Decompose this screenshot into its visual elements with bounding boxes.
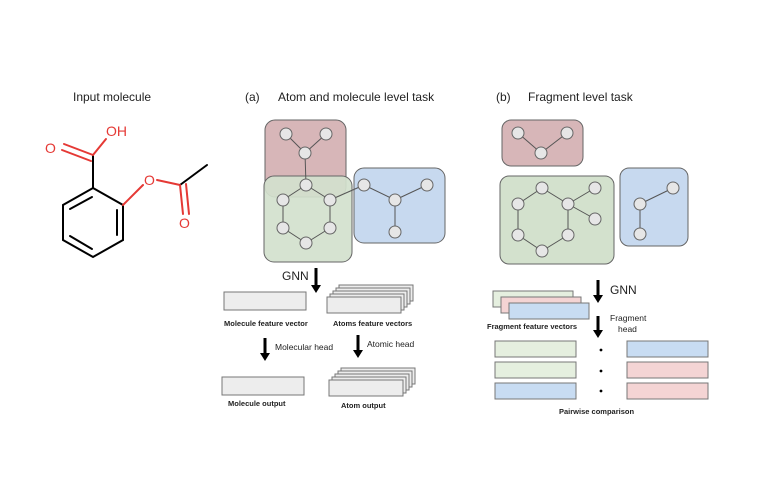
molecule-feature-vector-box bbox=[223, 291, 307, 311]
node-a bbox=[323, 221, 337, 235]
molecule-feature-vector-label: Molecule feature vector bbox=[224, 319, 308, 328]
panel-b-graph bbox=[499, 119, 689, 265]
panel-b-title: Fragment level task bbox=[528, 90, 634, 104]
node-a bbox=[420, 178, 434, 192]
node-a bbox=[276, 221, 290, 235]
oxygen-label-ester: O bbox=[144, 172, 155, 188]
bond-ring-to-ester-o bbox=[122, 184, 144, 206]
pairwise-dot bbox=[599, 348, 603, 352]
pairwise-right-vector-blue bbox=[626, 340, 709, 358]
panel-a-title: Atom and molecule level task bbox=[278, 90, 435, 104]
arrow-down-icon bbox=[311, 268, 321, 293]
node-a bbox=[357, 178, 371, 192]
node-b bbox=[534, 146, 548, 160]
benzene-double-bond-3 bbox=[69, 235, 93, 250]
input-molecule-title: Input molecule bbox=[73, 90, 151, 104]
oxygen-label-carbonyl: O bbox=[179, 215, 190, 231]
node-a bbox=[299, 178, 313, 192]
node-b bbox=[561, 228, 575, 242]
node-a bbox=[299, 236, 313, 250]
atomic-head-label: Atomic head bbox=[367, 339, 415, 349]
gnn-label-a: GNN bbox=[282, 269, 309, 283]
bond-acetyl-methyl bbox=[179, 164, 208, 186]
fragment-box-blue-b bbox=[619, 167, 689, 247]
molecule-output-label: Molecule output bbox=[228, 399, 286, 408]
arrow-down-icon bbox=[593, 316, 603, 338]
node-b bbox=[560, 126, 574, 140]
pairwise-right-vector-pink bbox=[626, 382, 709, 400]
fragment-feature-vectors-stack bbox=[492, 290, 590, 320]
node-b bbox=[511, 126, 525, 140]
fragment-head-label-line2: head bbox=[618, 324, 637, 334]
bond-carbonyl-b bbox=[61, 149, 92, 162]
atoms-feature-vectors-stack bbox=[326, 284, 414, 314]
bond-carbonyl-a bbox=[63, 143, 94, 156]
panel-a-letter: (a) bbox=[245, 90, 260, 104]
panel-a-graph bbox=[263, 119, 446, 263]
fragment-head-label-line1: Fragment bbox=[610, 313, 647, 323]
node-b bbox=[633, 197, 647, 211]
node-b bbox=[561, 197, 575, 211]
benzene-double-bond-2 bbox=[69, 196, 93, 210]
node-a bbox=[276, 193, 290, 207]
atom-output-stack bbox=[328, 367, 416, 397]
bond-ester-o-to-carbon bbox=[156, 179, 181, 186]
node-a bbox=[323, 193, 337, 207]
node-b bbox=[535, 181, 549, 195]
oxygen-label-acid: O bbox=[45, 140, 56, 156]
fragment-feature-vectors-label: Fragment feature vectors bbox=[487, 322, 577, 331]
pairwise-right-vector-pink bbox=[626, 361, 709, 379]
node-a bbox=[388, 225, 402, 239]
node-a bbox=[388, 193, 402, 207]
molecular-head-label: Molecular head bbox=[275, 342, 333, 352]
oh-label: OH bbox=[106, 123, 127, 139]
pairwise-comparison-label: Pairwise comparison bbox=[559, 407, 634, 416]
bond-acetyl-carbonyl-b bbox=[185, 183, 190, 215]
arrow-down-icon bbox=[260, 338, 270, 361]
node-a bbox=[279, 127, 293, 141]
pairwise-dot bbox=[599, 369, 603, 373]
node-b bbox=[511, 197, 525, 211]
panel-b-letter: (b) bbox=[496, 90, 511, 104]
pairwise-dot bbox=[599, 389, 603, 393]
bond-acetyl-carbonyl-a bbox=[179, 184, 184, 215]
pairwise-left-vector-green bbox=[494, 361, 577, 379]
bond-carboxyl-to-oh bbox=[92, 138, 107, 156]
node-b bbox=[666, 181, 680, 195]
node-a bbox=[298, 146, 312, 160]
node-b bbox=[535, 244, 549, 258]
node-b bbox=[511, 228, 525, 242]
atoms-feature-vectors-label: Atoms feature vectors bbox=[333, 319, 412, 328]
node-b bbox=[588, 212, 602, 226]
pairwise-left-vector-green bbox=[494, 340, 577, 358]
arrow-down-icon bbox=[593, 280, 603, 303]
aspirin-structure: OH O O O bbox=[45, 123, 208, 259]
molecule-output-box bbox=[221, 376, 305, 396]
arrow-down-icon bbox=[353, 335, 363, 358]
atom-output-label: Atom output bbox=[341, 401, 386, 410]
pairwise-left-vector-blue bbox=[494, 382, 577, 400]
node-b bbox=[588, 181, 602, 195]
benzene-ring bbox=[62, 186, 124, 259]
gnn-label-b: GNN bbox=[610, 283, 637, 297]
node-b bbox=[633, 227, 647, 241]
node-a bbox=[319, 127, 333, 141]
